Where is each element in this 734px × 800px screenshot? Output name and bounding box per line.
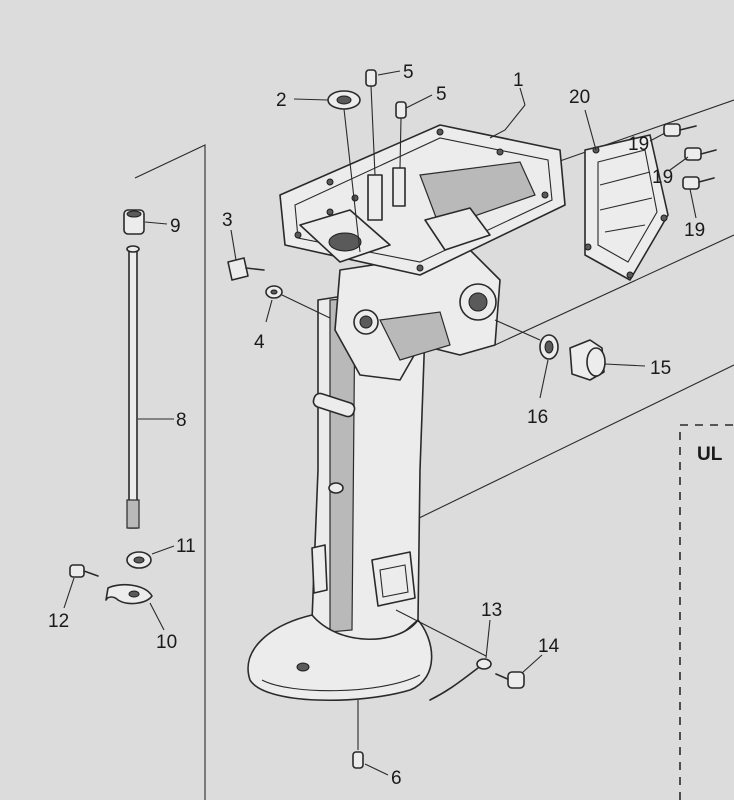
plug-15 [569, 339, 606, 381]
callout-19c: 19 [684, 220, 705, 241]
callout-2: 2 [276, 90, 287, 111]
washer-16 [539, 334, 559, 360]
callout-8: 8 [176, 410, 187, 431]
callout-16: 16 [527, 407, 548, 428]
gasket-20 [584, 134, 669, 281]
bolt-19-low [682, 176, 715, 190]
callout-3: 3 [222, 210, 233, 231]
callout-9: 9 [170, 216, 181, 237]
ground-lead-13 [429, 658, 492, 701]
oil-seal-2 [327, 90, 361, 110]
callout-labels: 1 2 3 4 5 5 6 8 9 10 11 12 13 14 15 16 1… [48, 62, 723, 789]
ul-inset-frame [679, 424, 734, 800]
callout-12: 12 [48, 611, 69, 632]
flange-port [328, 232, 362, 252]
callout-20: 20 [569, 87, 590, 108]
screw-14 [495, 671, 525, 689]
bush-9 [123, 209, 145, 235]
seal-11 [126, 551, 152, 569]
perspective-rails [414, 99, 734, 521]
callout-13: 13 [481, 600, 502, 621]
plate-hole [296, 662, 310, 672]
callout-4: 4 [254, 332, 265, 353]
shaft-group-bracket [134, 144, 206, 800]
tube-stub [312, 392, 356, 418]
dowel-5b [395, 101, 407, 119]
clamp-10 [105, 583, 153, 605]
dowel-5a [365, 69, 377, 87]
callout-5b: 5 [436, 84, 447, 105]
callout-6: 6 [391, 768, 402, 789]
callout-19a: 19 [628, 134, 649, 155]
callout-1: 1 [513, 70, 524, 91]
bolt-19-group [663, 123, 717, 190]
washer-4 [265, 285, 283, 299]
dowel-6 [352, 751, 364, 769]
callout-14: 14 [538, 636, 560, 657]
bolt-19-top [663, 123, 697, 137]
shaft-8 [126, 245, 140, 529]
inset-label-ul: UL [697, 444, 723, 465]
upper-casing [247, 124, 566, 702]
callout-11: 11 [176, 536, 196, 557]
bolt-19-mid [684, 147, 717, 161]
bolt-3 [227, 257, 265, 281]
callout-10: 10 [156, 632, 177, 653]
leader-lines [63, 70, 697, 776]
callout-19b: 19 [652, 167, 673, 188]
bolt-12 [69, 564, 99, 578]
callout-5a: 5 [403, 62, 414, 83]
callout-15: 15 [650, 358, 671, 379]
